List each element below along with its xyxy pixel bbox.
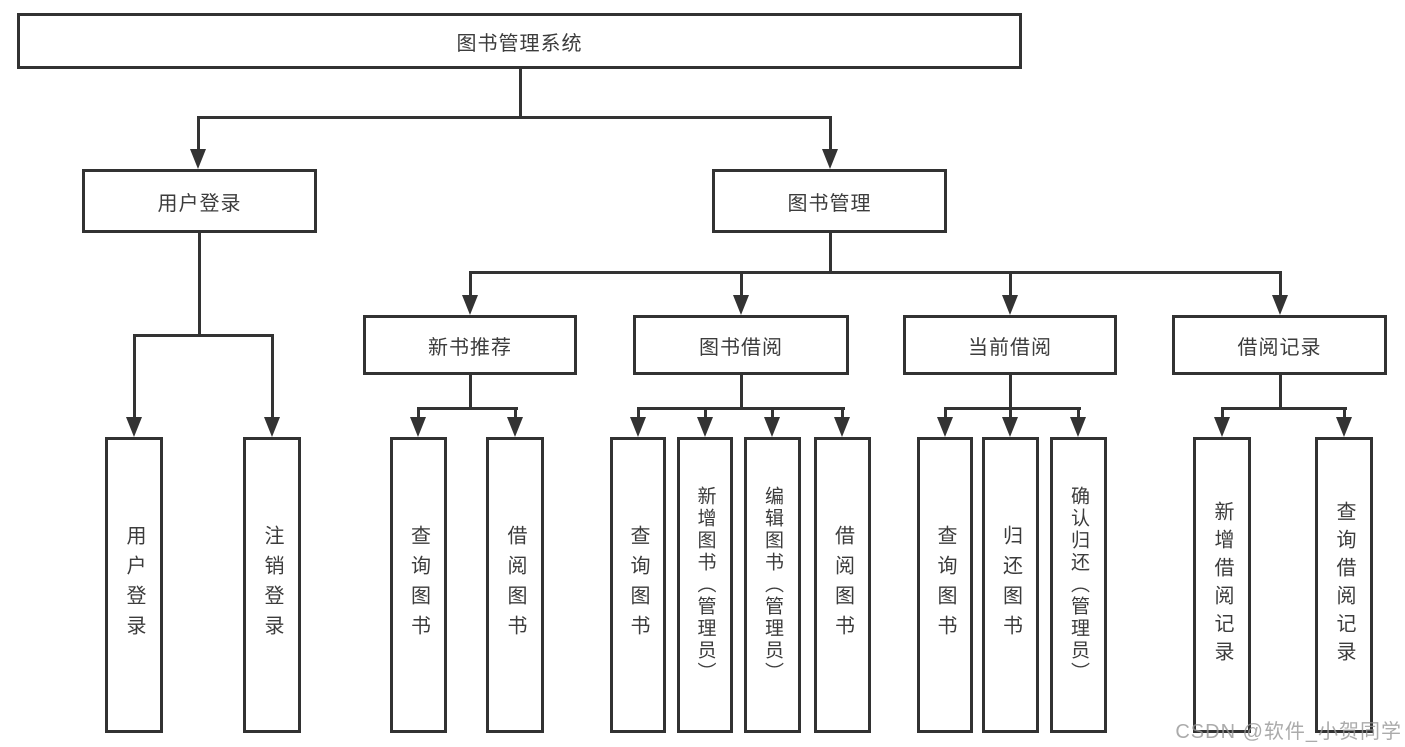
- connector-line: [740, 271, 743, 297]
- leaf-label: 查询图书: [627, 525, 649, 645]
- node-borrowing-records: 借阅记录: [1172, 315, 1387, 375]
- leaf-edit-book-admin: 编辑图书（管理员）: [744, 437, 801, 733]
- connector-line: [1343, 407, 1346, 419]
- arrow-down-icon: [462, 295, 478, 315]
- arrow-down-icon: [126, 417, 142, 437]
- leaf-label: 编辑图书（管理员）: [762, 486, 783, 684]
- connector-line: [944, 407, 947, 419]
- connector-line: [133, 334, 136, 419]
- node-label: 图书管理: [787, 192, 872, 215]
- connector-line: [469, 271, 472, 297]
- connector-line: [197, 116, 200, 151]
- arrow-down-icon: [630, 417, 646, 437]
- leaf-label: 借阅图书: [504, 525, 526, 645]
- leaf-query-books-newbook: 查询图书: [390, 437, 447, 733]
- arrow-down-icon: [410, 417, 426, 437]
- node-current-borrowing: 当前借阅: [903, 315, 1117, 375]
- arrow-down-icon: [1002, 417, 1018, 437]
- connector-line: [514, 407, 517, 419]
- leaf-label: 新增图书（管理员）: [694, 486, 716, 684]
- arrow-down-icon: [834, 417, 850, 437]
- leaf-add-borrow-record: 新增借阅记录: [1193, 437, 1251, 733]
- watermark: CSDN @软件_小贺同学: [1175, 721, 1402, 743]
- connector-line: [469, 375, 472, 409]
- arrow-down-icon: [1336, 417, 1352, 437]
- node-label: 用户登录: [157, 192, 242, 215]
- connector-line: [944, 407, 1081, 410]
- leaf-query-books-borrowing: 查询图书: [610, 437, 666, 733]
- connector-line: [637, 407, 845, 410]
- connector-line: [1077, 407, 1080, 419]
- connector-line: [1221, 407, 1224, 419]
- arrow-down-icon: [1214, 417, 1230, 437]
- leaf-label: 新增借阅记录: [1211, 501, 1233, 669]
- node-book-management: 图书管理: [712, 169, 947, 233]
- node-user-login: 用户登录: [82, 169, 317, 233]
- connector-line: [829, 233, 832, 274]
- connector-line: [841, 407, 844, 419]
- arrow-down-icon: [507, 417, 523, 437]
- leaf-borrow-books-borrowing: 借阅图书: [814, 437, 871, 733]
- connector-line: [1009, 271, 1012, 297]
- leaf-label: 借阅图书: [831, 525, 854, 645]
- leaf-label: 归还图书: [999, 525, 1022, 645]
- connector-line: [417, 407, 420, 419]
- leaf-label: 查询图书: [934, 525, 956, 645]
- node-label: 借阅记录: [1237, 336, 1322, 359]
- arrow-down-icon: [1002, 295, 1018, 315]
- leaf-label: 注销登录: [261, 525, 283, 645]
- node-label: 当前借阅: [968, 336, 1052, 359]
- connector-line: [704, 407, 707, 419]
- leaf-borrow-books-newbook: 借阅图书: [486, 437, 544, 733]
- connector-line: [519, 69, 522, 118]
- connector-line: [829, 116, 832, 151]
- leaf-user-login: 用户登录: [105, 437, 163, 733]
- arrow-down-icon: [264, 417, 280, 437]
- connector-line: [469, 271, 1282, 274]
- connector-line: [637, 407, 640, 419]
- node-label: 图书管理系统: [456, 32, 583, 55]
- leaf-return-books: 归还图书: [982, 437, 1039, 733]
- leaf-label: 用户登录: [123, 525, 145, 645]
- node-label: 新书推荐: [428, 336, 512, 359]
- arrow-down-icon: [822, 149, 838, 169]
- arrow-down-icon: [1070, 417, 1086, 437]
- connector-line: [1009, 375, 1012, 409]
- leaf-query-books-current: 查询图书: [917, 437, 973, 733]
- node-new-book-recommendation: 新书推荐: [363, 315, 577, 375]
- arrow-down-icon: [733, 295, 749, 315]
- connector-line: [1279, 375, 1282, 409]
- node-label: 图书借阅: [699, 336, 783, 359]
- connector-line: [133, 334, 274, 337]
- leaf-logout: 注销登录: [243, 437, 301, 733]
- arrow-down-icon: [1272, 295, 1288, 315]
- connector-line: [417, 407, 518, 410]
- leaf-label: 确认归还（管理员）: [1068, 486, 1089, 684]
- leaf-confirm-return-admin: 确认归还（管理员）: [1050, 437, 1107, 733]
- connector-line: [740, 375, 743, 409]
- leaf-add-book-admin: 新增图书（管理员）: [677, 437, 733, 733]
- connector-line: [1009, 407, 1012, 419]
- connector-line: [197, 116, 832, 119]
- connector-line: [771, 407, 774, 419]
- node-library-management-system: 图书管理系统: [17, 13, 1022, 69]
- arrow-down-icon: [937, 417, 953, 437]
- connector-line: [1221, 407, 1347, 410]
- connector-line: [1279, 271, 1282, 297]
- connector-line: [198, 233, 201, 336]
- leaf-label: 查询图书: [407, 525, 430, 645]
- leaf-label: 查询借阅记录: [1333, 501, 1355, 669]
- connector-line: [271, 334, 274, 419]
- leaf-query-borrow-record: 查询借阅记录: [1315, 437, 1373, 733]
- arrow-down-icon: [764, 417, 780, 437]
- arrow-down-icon: [697, 417, 713, 437]
- arrow-down-icon: [190, 149, 206, 169]
- node-book-borrowing: 图书借阅: [633, 315, 849, 375]
